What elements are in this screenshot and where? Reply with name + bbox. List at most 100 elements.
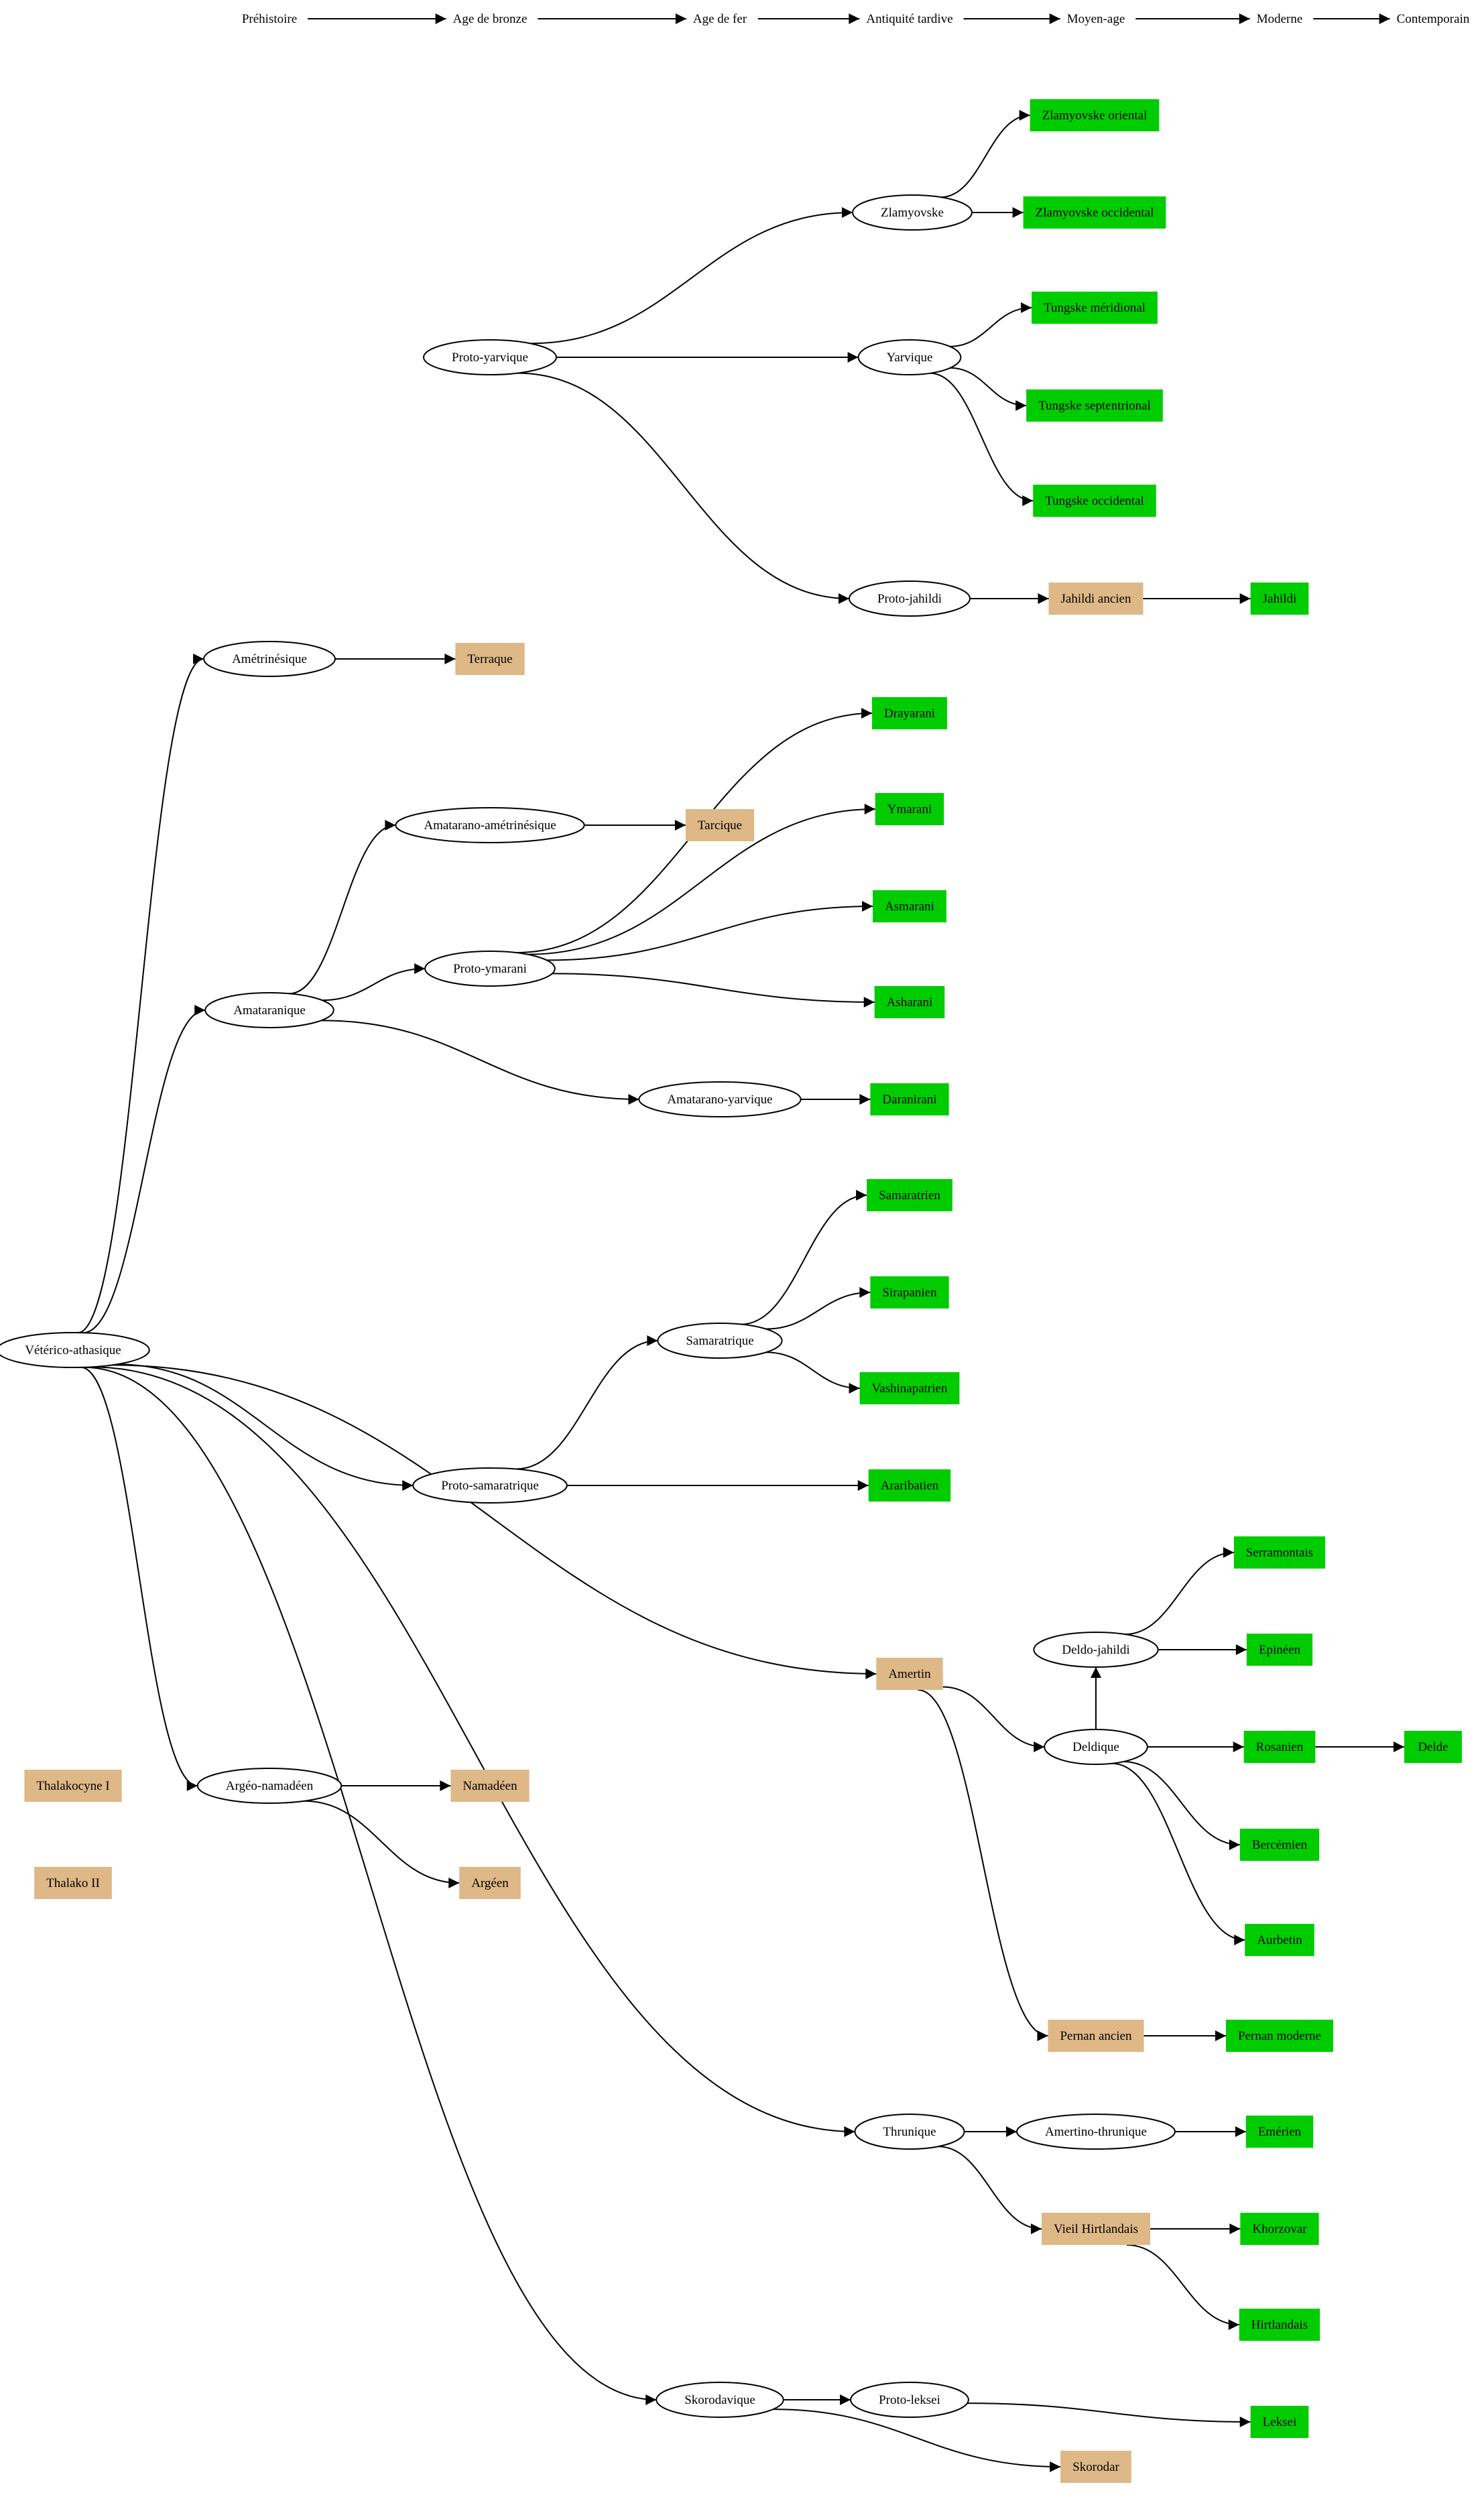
proto-language-ellipse (423, 339, 557, 375)
node-delde[interactable]: Delde (1404, 1731, 1462, 1763)
node-argeo-namadeen[interactable]: Argéo-namadéen (196, 1768, 343, 1804)
node-araribatien[interactable]: Araribatien (868, 1469, 951, 1502)
node-amertin[interactable]: Amertin (876, 1658, 943, 1690)
node-khorzovar[interactable]: Khorzovar (1240, 2213, 1319, 2245)
node-asharani[interactable]: Asharani (874, 986, 945, 1018)
node-label: Skorodar (1072, 2460, 1119, 2474)
node-label: Tungske septentrional (1038, 399, 1151, 413)
node-zlamyovske-occidental[interactable]: Zlamyovske occidental (1023, 196, 1166, 229)
node-daranirani[interactable]: Daranirani (870, 1083, 949, 1115)
living-language-box (1246, 1634, 1313, 1666)
node-vieil-hirtlandais[interactable]: Vieil Hirtlandais (1041, 2213, 1151, 2245)
node-yarvique[interactable]: Yarvique (857, 339, 962, 375)
ancient-language-box (685, 809, 755, 841)
node-leksei[interactable]: Leksei (1250, 2406, 1309, 2438)
edge-veterico-athasique-to-ametrinesique (78, 654, 204, 1334)
node-tungske-occidental[interactable]: Tungske occidental (1033, 485, 1156, 517)
node-amataranique[interactable]: Amataranique (204, 992, 334, 1028)
edge-amataranique-to-amatarano-yarvique (321, 1020, 639, 1105)
node-terraque[interactable]: Terraque (455, 643, 525, 675)
node-samaratrique[interactable]: Samaratrique (657, 1323, 783, 1359)
nodes: Vétérico-athasique AmétrinésiqueAmatarani… (0, 99, 1462, 2483)
ancient-language-box (455, 643, 525, 675)
timeline-period: Antiquité tardive (866, 12, 952, 26)
node-epineen[interactable]: Epinéen (1246, 1634, 1313, 1666)
node-bercemien[interactable]: Bercémien (1239, 1829, 1320, 1861)
node-label: Proto-yarvique (452, 351, 528, 365)
node-tarcique[interactable]: Tarcique (685, 809, 755, 841)
node-serramontais[interactable]: Serramontais (1233, 1536, 1326, 1569)
node-argeen[interactable]: Argéen (459, 1867, 521, 1899)
node-tungske-septentrional[interactable]: Tungske septentrional (1026, 389, 1163, 422)
node-thrunique[interactable]: Thrunique (854, 2114, 965, 2150)
node-label: Leksei (1263, 2415, 1297, 2429)
node-proto-ymarani[interactable]: Proto-ymarani (424, 951, 556, 987)
node-label: Jahildi ancien (1061, 592, 1131, 606)
ancient-language-box (459, 1867, 521, 1899)
node-drayarani[interactable]: Drayarani (872, 697, 947, 729)
edge-deldique-to-aurbetin (1111, 1762, 1245, 1945)
node-ametrinesique[interactable]: Amétrinésique (203, 641, 336, 677)
node-rosanien[interactable]: Rosanien (1243, 1731, 1316, 1763)
node-label: Argéo-namadéen (226, 1779, 314, 1793)
node-hirtlandais[interactable]: Hirtlandais (1239, 2309, 1320, 2341)
node-deldique[interactable]: Deldique (1044, 1729, 1148, 1765)
node-label: Aurbetin (1257, 1933, 1302, 1947)
node-thalakocyne-1[interactable]: Thalakocyne I (24, 1770, 122, 1802)
node-label: Amataranique (233, 1003, 306, 1018)
node-asmarani[interactable]: Asmarani (873, 890, 946, 922)
node-label: Thrunique (883, 2125, 936, 2139)
node-emerien[interactable]: Emérien (1245, 2116, 1314, 2148)
node-proto-samaratrique[interactable]: Proto-samaratrique (412, 1467, 568, 1504)
node-ymarani[interactable]: Ymarani (875, 793, 944, 825)
edge-proto-leksei-to-leksei (967, 2402, 1251, 2427)
node-amatarano-ametrinesique[interactable]: Amatarano-amétrinésique (395, 807, 585, 843)
node-veterico-athasique[interactable]: Vétérico-athasique (0, 1332, 150, 1368)
node-jahildi[interactable]: Jahildi (1250, 583, 1309, 615)
living-language-box (870, 1276, 949, 1308)
edge-amataranique-to-proto-ymarani (322, 963, 426, 1001)
node-label: Tungske occidental (1045, 494, 1144, 508)
proto-language-ellipse (196, 1768, 343, 1804)
node-amatarano-yarvique[interactable]: Amatarano-yarvique (638, 1081, 802, 1117)
node-amertino-thrunique[interactable]: Amertino-thrunique (1016, 2114, 1176, 2150)
node-aurbetin[interactable]: Aurbetin (1245, 1924, 1314, 1956)
node-jahildi-ancien[interactable]: Jahildi ancien (1048, 583, 1143, 615)
node-deldo-jahildi[interactable]: Deldo-jahildi (1033, 1632, 1159, 1668)
node-skorodavique[interactable]: Skorodavique (656, 2382, 784, 2418)
living-language-box (1239, 1829, 1320, 1861)
ancient-language-box (1048, 2020, 1144, 2052)
edge-proto-ymarani-to-asharani (552, 973, 875, 1008)
node-thalako-2[interactable]: Thalako II (34, 1867, 112, 1899)
node-vashinapatrien[interactable]: Vashinapatrien (859, 1372, 960, 1404)
node-sirapanien[interactable]: Sirapanien (870, 1276, 949, 1308)
node-proto-jahildi[interactable]: Proto-jahildi (848, 581, 971, 617)
node-pernan-moderne[interactable]: Pernan moderne (1226, 2020, 1333, 2052)
node-tungske-meridional[interactable]: Tungske méridional (1032, 292, 1158, 324)
edge-veterico-athasique-to-proto-samaratrique (117, 1363, 414, 1491)
proto-language-ellipse (412, 1467, 568, 1504)
living-language-box (1226, 2020, 1333, 2052)
node-label: Tarcique (698, 818, 742, 833)
node-zlamyovske[interactable]: Zlamyovske (852, 194, 973, 231)
node-label: Namadéen (462, 1779, 517, 1793)
edge-proto-ymarani-to-asmarani (546, 901, 873, 961)
timeline-period: Contemporain (1397, 12, 1470, 26)
node-namadeen[interactable]: Namadéen (450, 1770, 530, 1802)
node-label: Epinéen (1259, 1643, 1301, 1657)
node-samaratrien[interactable]: Samaratrien (867, 1179, 952, 1211)
ancient-language-box (450, 1770, 530, 1802)
node-label: Rosanien (1256, 1740, 1304, 1754)
node-proto-leksei[interactable]: Proto-leksei (850, 2382, 969, 2418)
node-label: Tungske méridional (1044, 301, 1146, 315)
node-skorodar[interactable]: Skorodar (1060, 2451, 1131, 2483)
timeline-period: Préhistoire (242, 12, 297, 26)
edge-yarvique-to-tungske-meridional (950, 302, 1032, 347)
edge-amertin-to-deldique (942, 1686, 1045, 1752)
node-zlamyovske-oriental[interactable]: Zlamyovske oriental (1030, 99, 1160, 131)
node-label: Terraque (467, 652, 512, 666)
node-proto-yarvique[interactable]: Proto-yarvique (423, 339, 557, 375)
node-pernan-ancien[interactable]: Pernan ancien (1048, 2020, 1144, 2052)
edge-skorodavique-to-skorodar (773, 2408, 1061, 2472)
